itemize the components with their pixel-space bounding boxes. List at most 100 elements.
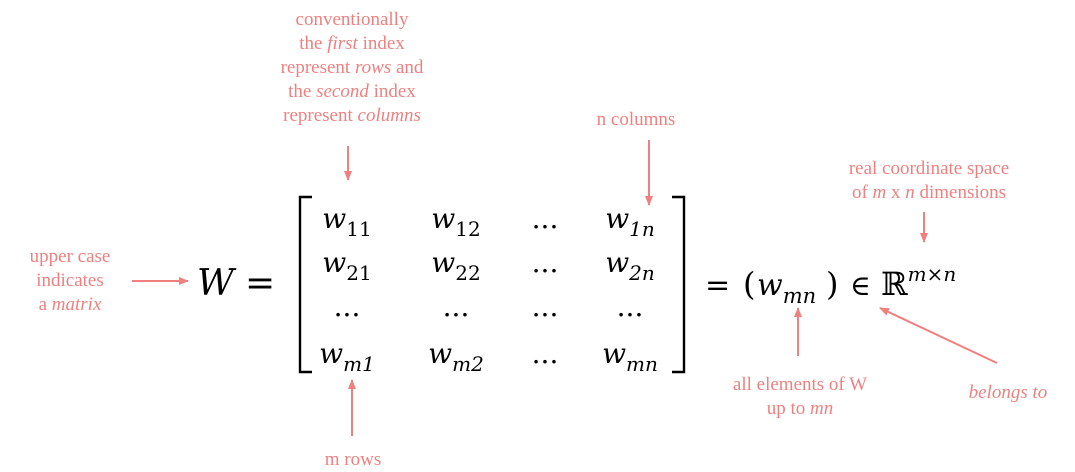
matrix-cell: w21: [322, 246, 371, 285]
annotation-line: n columns: [597, 109, 676, 130]
annotation-segment: index: [358, 33, 405, 54]
real-space-r: ℝ: [881, 265, 908, 303]
matrix-cell-subscript: 2n: [628, 261, 655, 285]
matrix-cell: w22: [431, 246, 480, 285]
matrix-cell-base: w: [605, 202, 629, 235]
annotation-line: the second index: [288, 81, 416, 102]
matrix-cell: w11: [322, 202, 371, 241]
tuple-element: wmn: [757, 268, 816, 308]
annotation-segment: mn: [810, 398, 833, 419]
matrix-cell-base: w: [319, 337, 343, 370]
matrix-cell-base: ...: [617, 290, 644, 323]
matrix-cell: ...: [532, 337, 559, 370]
annotation-segment: second: [316, 81, 369, 102]
matrix-cell: ...: [532, 290, 559, 323]
annotation-segment: n: [905, 182, 915, 203]
matrix-cell: w2n: [605, 246, 655, 285]
equals-sign: =: [245, 263, 275, 304]
matrix-cell-subscript: 21: [346, 261, 371, 285]
matrix-cell: ...: [532, 246, 559, 279]
annotation-line: represent rows and: [281, 57, 424, 78]
annotation-segment: columns: [358, 105, 421, 126]
matrix-cell-base: ...: [532, 246, 559, 279]
annotation-segment: first: [327, 33, 358, 54]
matrix-cell-subscript: m1: [343, 352, 375, 376]
annotation-line: indicates: [36, 270, 104, 291]
matrix-cell-base: w: [602, 337, 626, 370]
tuple-subscript: mn: [783, 284, 816, 308]
annotation-segment: index: [369, 81, 416, 102]
annotation-line: up to mn: [767, 398, 834, 419]
matrix-cell-subscript: m2: [452, 352, 484, 376]
matrix-cell: ...: [532, 202, 559, 235]
annotation-segment: m rows: [325, 449, 381, 470]
annotation-segment: all elements of W: [733, 374, 867, 395]
matrix-cell: w1n: [605, 202, 655, 241]
arrow-belongs-to: [879, 307, 998, 364]
matrix-cell-base: ...: [532, 290, 559, 323]
annotation-segment: upper case: [30, 246, 111, 267]
annotation-segment: real coordinate space: [849, 158, 1009, 179]
annotation-segment: up to: [767, 398, 810, 419]
matrix-cell-subscript: 12: [455, 217, 480, 241]
matrix-cell-subscript: 11: [346, 217, 371, 241]
annotation-segment: rows: [355, 57, 391, 78]
right-bracket: [672, 195, 686, 374]
matrix-cell: wmn: [602, 337, 658, 376]
matrix-cell-base: ...: [532, 202, 559, 235]
annotation-line: real coordinate space: [849, 158, 1009, 179]
annotation-n-columns: n columns: [597, 109, 676, 130]
matrix-symbol-w: W: [197, 263, 237, 304]
annotation-segment: indicates: [36, 270, 104, 291]
matrix-cell: ...: [334, 290, 361, 323]
matrix-cell: w12: [431, 202, 480, 241]
matrix-cell-subscript: 1n: [629, 217, 655, 241]
annotation-segment: and: [391, 57, 424, 78]
matrix-cell: wm2: [428, 337, 484, 376]
open-paren: (: [743, 265, 755, 303]
annotation-segment: conventionally: [296, 9, 409, 30]
matrix-cell: ...: [443, 290, 470, 323]
annotation-line: all elements of W: [733, 374, 867, 395]
annotation-segment: x: [886, 182, 905, 203]
annotation-segment: represent: [283, 105, 357, 126]
left-bracket: [298, 195, 312, 374]
annotation-segment: m: [873, 182, 887, 203]
annotation-m-rows: m rows: [325, 449, 381, 470]
annotation-segment: matrix: [52, 294, 102, 315]
annotation-all-elements: all elements of W up to mn: [733, 374, 867, 419]
annotation-segment: represent: [281, 57, 355, 78]
annotation-line: upper case: [30, 246, 111, 267]
real-space-symbol: ℝm×n: [881, 262, 956, 303]
annotation-real-coordinate-space: real coordinate space of m x n dimensions: [849, 158, 1009, 203]
matrix-cell-base: ...: [532, 337, 559, 370]
annotation-segment: n columns: [597, 109, 676, 130]
matrix-cell-base: ...: [443, 290, 470, 323]
matrix-cell-base: ...: [334, 290, 361, 323]
annotation-segment: dimensions: [915, 182, 1006, 203]
matrix-cell-subscript: mn: [626, 352, 658, 376]
close-paren: ): [826, 265, 838, 303]
tuple-base: w: [757, 268, 783, 303]
matrix-cell-base: w: [322, 202, 346, 235]
annotation-segment: the: [299, 33, 327, 54]
annotation-line: a matrix: [39, 294, 102, 315]
annotation-line: represent columns: [283, 105, 421, 126]
annotation-segment: belongs to: [969, 382, 1048, 403]
matrix-cell-base: w: [431, 202, 455, 235]
real-space-superscript: m×n: [908, 262, 957, 286]
matrix-cell-base: w: [428, 337, 452, 370]
annotation-line: belongs to: [969, 382, 1048, 403]
matrix-cell: wm1: [319, 337, 375, 376]
matrix-cell: ...: [617, 290, 644, 323]
annotation-segment: of: [852, 182, 873, 203]
annotation-line: conventionally: [296, 9, 409, 30]
annotation-segment: the: [288, 81, 316, 102]
matrix-cell-subscript: 22: [455, 261, 480, 285]
equals-sign-right: =: [705, 268, 730, 303]
annotation-line: of m x n dimensions: [852, 182, 1006, 203]
annotation-line: m rows: [325, 449, 381, 470]
